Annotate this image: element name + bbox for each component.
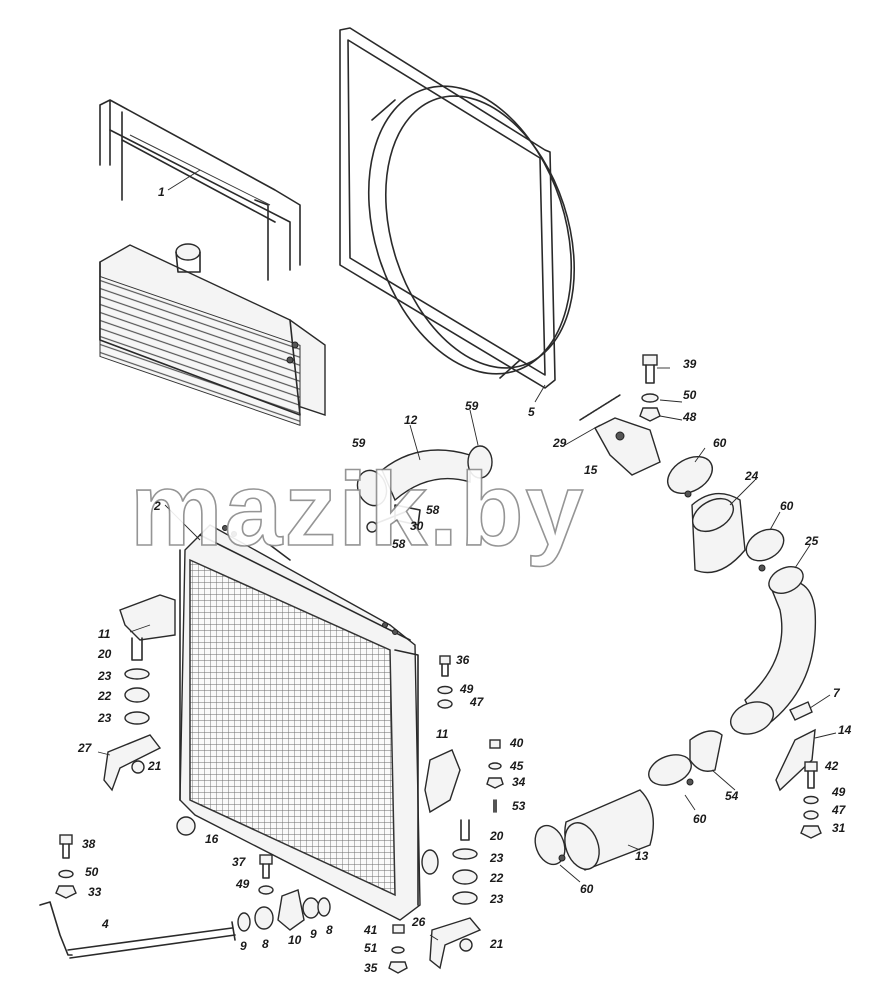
callout-23: 23 [97, 669, 112, 683]
lower-hose-assembly [534, 730, 723, 871]
callout-25: 25 [804, 534, 819, 548]
callout-5: 5 [528, 405, 535, 419]
callout-20: 20 [97, 647, 112, 661]
callout-labels: 1 2 5 12 59 59 58 30 58 39 50 48 29 15 6… [77, 185, 852, 975]
callout-16: 16 [205, 832, 219, 846]
callout-9: 9 [310, 927, 317, 941]
callout-21: 21 [147, 759, 162, 773]
callout-27: 27 [77, 741, 93, 755]
callout-21: 21 [489, 937, 504, 951]
bolt-stack-left [55, 834, 77, 899]
callout-49: 49 [459, 682, 474, 696]
callout-2: 2 [153, 499, 161, 513]
callout-48: 48 [682, 410, 697, 424]
callout-23: 23 [489, 892, 504, 906]
callout-41: 41 [363, 923, 378, 937]
callout-13: 13 [635, 849, 649, 863]
callout-42: 42 [824, 759, 839, 773]
left-mount-assembly [103, 594, 176, 792]
callout-1: 1 [158, 185, 165, 199]
callout-40: 40 [509, 736, 524, 750]
callout-45: 45 [509, 759, 524, 773]
callout-10: 10 [288, 933, 302, 947]
callout-59: 59 [352, 436, 366, 450]
watermark-text: mazik.by [130, 452, 585, 568]
callout-37: 37 [232, 855, 247, 869]
callout-14: 14 [838, 723, 852, 737]
callout-47: 47 [469, 695, 485, 709]
callout-50: 50 [85, 865, 99, 879]
callout-33: 33 [88, 885, 102, 899]
right-mount-assembly [388, 655, 504, 974]
callout-22: 22 [97, 689, 112, 703]
callout-50: 50 [683, 388, 697, 402]
callout-47: 47 [831, 803, 847, 817]
callout-49: 49 [831, 785, 846, 799]
callout-36: 36 [456, 653, 470, 667]
callout-31: 31 [832, 821, 846, 835]
bracket-7-14 [775, 701, 816, 792]
callout-60: 60 [780, 499, 794, 513]
callout-11: 11 [98, 627, 111, 641]
callout-9: 9 [240, 939, 247, 953]
bolt-stack-top-right [639, 354, 661, 422]
callout-60: 60 [693, 812, 707, 826]
callout-8: 8 [326, 923, 333, 937]
callout-51: 51 [364, 941, 378, 955]
callout-8: 8 [262, 937, 269, 951]
callout-22: 22 [489, 871, 504, 885]
leader-lines [97, 169, 837, 941]
callout-35: 35 [364, 961, 378, 975]
upper-hose-assembly [356, 445, 493, 533]
callout-49: 49 [235, 877, 250, 891]
callout-53: 53 [512, 799, 526, 813]
callout-29: 29 [552, 436, 567, 450]
callout-60: 60 [713, 436, 727, 450]
callout-4: 4 [101, 917, 109, 931]
callout-60: 60 [580, 882, 594, 896]
callout-23: 23 [97, 711, 112, 725]
bushing-assembly [237, 854, 331, 932]
callout-20: 20 [489, 829, 504, 843]
callout-59: 59 [465, 399, 479, 413]
callout-26: 26 [411, 915, 426, 929]
callout-7: 7 [833, 686, 841, 700]
bolt-stack-right [800, 761, 822, 839]
lower-right-hose-assembly [667, 455, 817, 735]
callout-38: 38 [82, 837, 96, 851]
radiator-top-view-part [99, 243, 326, 426]
tie-rod-part [39, 901, 236, 959]
callout-30: 30 [410, 519, 424, 533]
upper-bracket-part [99, 99, 301, 281]
callout-23: 23 [489, 851, 504, 865]
callout-11: 11 [436, 727, 449, 741]
callout-24: 24 [744, 469, 759, 483]
fan-shroud-part [339, 27, 576, 389]
main-radiator-part [176, 524, 439, 921]
callout-34: 34 [512, 775, 526, 789]
thermostat-housing-part [579, 394, 661, 476]
callout-58: 58 [392, 537, 406, 551]
callout-54: 54 [725, 789, 739, 803]
callout-15: 15 [584, 463, 598, 477]
callout-39: 39 [683, 357, 697, 371]
callout-12: 12 [404, 413, 418, 427]
callout-58: 58 [426, 503, 440, 517]
